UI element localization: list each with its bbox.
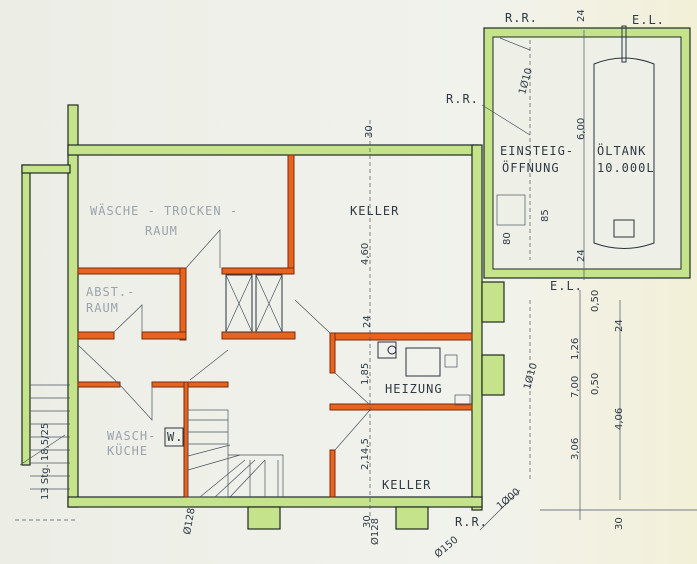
annex-dim-small-1: 80 [502, 232, 513, 245]
dim-bottom-2: Ø128 [369, 518, 381, 545]
dim-right-col-2: 7,00 [570, 376, 581, 398]
staircase [19, 384, 284, 498]
dim-cellar-small-depth: 2,14,5 [360, 438, 371, 470]
dim-right-diag-2: 1Ø00 [494, 486, 522, 513]
room-washroom-2: KÜCHE [107, 442, 148, 458]
oil-tank-annex [481, 25, 691, 280]
exterior-walls [21, 104, 483, 511]
dim-top-wall: 30 [364, 125, 375, 138]
access-label-2: ÖFFNUNG [502, 159, 560, 175]
dim-heating-depth: 1,85 [360, 363, 371, 385]
boiler [377, 341, 471, 406]
room-laundry-2: RAUM [145, 224, 178, 238]
dim-bottom-1: Ø128 [181, 507, 198, 536]
annex-dim-small-2: 85 [540, 209, 551, 222]
annex-dim-top: 24 [576, 9, 587, 22]
dim-right-col-3: 3,06 [570, 438, 581, 460]
room-wc: W. [167, 430, 183, 444]
oil-tank [593, 57, 655, 249]
room-storage-1: ABST.- [86, 285, 135, 299]
room-cellar-small: KELLER [382, 478, 431, 492]
annex-dim-height: 6,00 [576, 118, 587, 140]
tank-label-1: ÖLTANK [597, 142, 646, 158]
dim-right-col-5: 0,50 [590, 373, 601, 395]
tank-label-2: 10.000L [597, 161, 655, 175]
interior-walls [77, 154, 473, 498]
dim-right-col-1: 1,26 [570, 338, 581, 360]
dimension-lines [15, 120, 697, 531]
door-swings [77, 229, 371, 451]
annex-dim-bottom: 24 [576, 249, 587, 262]
room-laundry-1: WÄSCHE - TROCKEN - [90, 203, 238, 218]
dim-right-col-4: 0,50 [590, 290, 601, 312]
dim-cellar-height: 4,60 [360, 243, 371, 265]
wc-box [164, 427, 184, 447]
dim-bottom-3: Ø150 [432, 534, 460, 561]
dim-right-top: 24 [614, 319, 625, 332]
dim-right-diag: 1Ø10 [521, 362, 540, 391]
annex-el-top-label: E.L. [632, 13, 665, 27]
access-label-1: EINSTEIG- [500, 144, 574, 158]
dim-right-total: 4,06 [614, 408, 625, 430]
dim-left-stair: 13 Stg. 18,5/25 [40, 423, 51, 500]
dim-bottom-wall: 30 [362, 515, 373, 528]
dim-left-rr: R.R. [446, 92, 479, 106]
annex-rr-label: R.R. [505, 11, 538, 25]
dim-right-bottom: 30 [614, 517, 625, 530]
shafts [225, 274, 283, 333]
room-storage-2: RAUM [86, 301, 119, 315]
room-heating: HEIZUNG [385, 382, 443, 396]
dim-bottom-rr: R.R. [455, 515, 488, 529]
windows [247, 281, 505, 530]
annex-el-bottom-label: E.L. [550, 279, 583, 293]
dim-heating-wall: 24 [362, 315, 373, 328]
room-washroom-1: WASCH- [107, 429, 156, 443]
room-cellar-main: KELLER [350, 204, 399, 218]
